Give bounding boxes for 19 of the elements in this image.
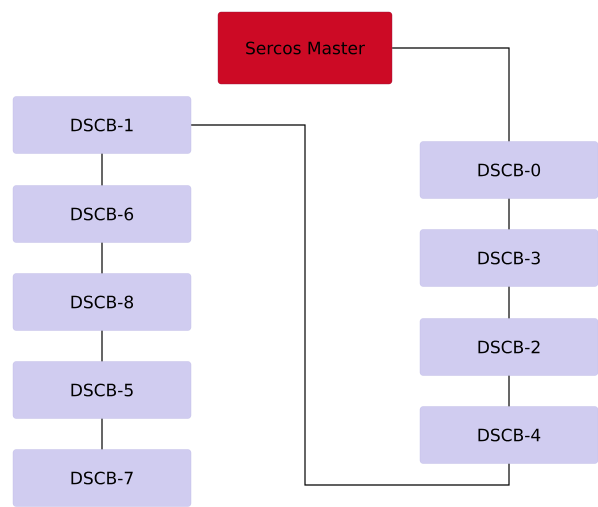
device-box: DSCB-6 [12,185,192,243]
connector-line [101,418,103,450]
connector-line [101,242,103,274]
connector-line [508,198,510,230]
device-box: DSCB-7 [12,449,192,507]
device-box: DSCB-5 [12,361,192,419]
connector-line [101,154,103,186]
connector-line [191,124,510,486]
connector-line [508,286,510,318]
master-box: Sercos Master [218,12,392,84]
connector-line [508,376,510,406]
device-box: DSCB-3 [420,229,598,287]
device-box: DSCB-2 [420,318,598,376]
device-box: DSCB-0 [420,141,598,199]
device-box: DSCB-1 [12,96,192,154]
device-box: DSCB-4 [420,406,598,464]
device-box: DSCB-8 [12,273,192,331]
connector-line [392,47,510,142]
connector-line [101,330,103,362]
